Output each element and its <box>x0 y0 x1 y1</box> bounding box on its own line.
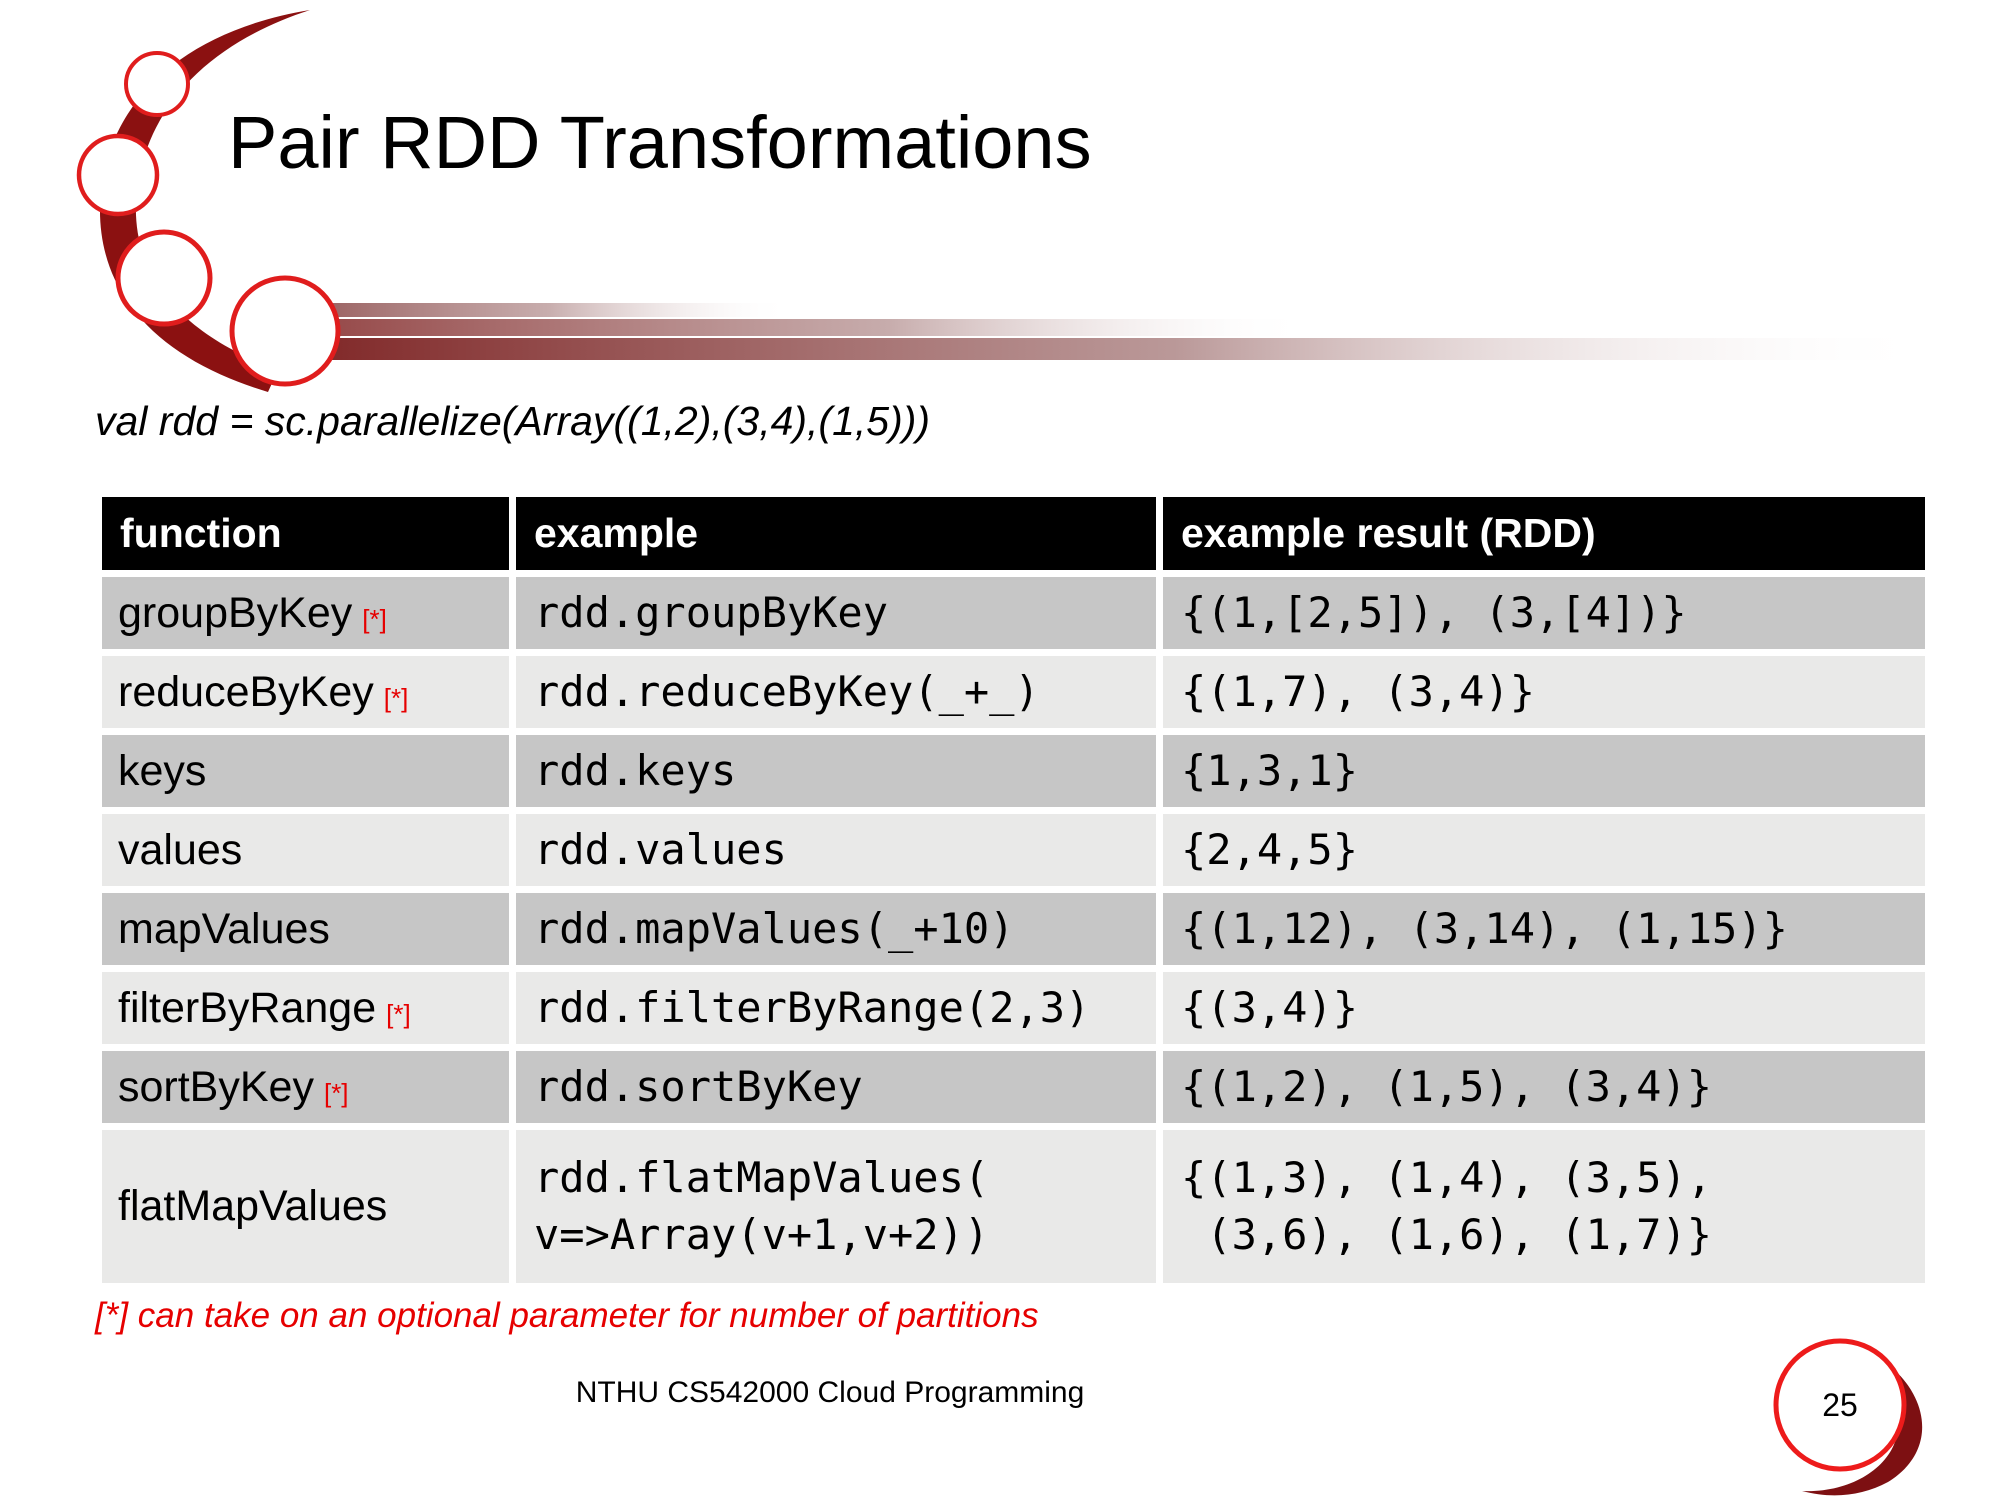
example-cell: rdd.flatMapValues( v=>Array(v+1,v+2)) <box>516 1130 1156 1283</box>
function-cell: flatMapValues <box>102 1130 509 1283</box>
example-cell: rdd.filterByRange(2,3) <box>516 972 1156 1044</box>
page-number: 25 <box>1822 1387 1858 1423</box>
function-cell: reduceByKey [*] <box>102 656 509 728</box>
result-cell: {(1,2), (1,5), (3,4)} <box>1163 1051 1925 1123</box>
function-cell: values <box>102 814 509 886</box>
function-name: filterByRange <box>118 983 377 1032</box>
footnote: [*] can take on an optional parameter fo… <box>95 1296 1039 1335</box>
function-name: values <box>118 825 243 874</box>
function-name: flatMapValues <box>118 1182 388 1230</box>
optional-parameter-marker: [*] <box>383 682 409 713</box>
page-number-circle <box>1773 1338 1907 1472</box>
column-header-function: function <box>102 497 509 570</box>
result-cell: {(1,7), (3,4)} <box>1163 656 1925 728</box>
function-name: groupByKey <box>118 588 353 637</box>
result-cell: {(1,[2,5]), (3,[4])} <box>1163 577 1925 649</box>
function-name: keys <box>118 746 207 795</box>
optional-parameter-marker: [*] <box>386 998 411 1029</box>
result-cell: {(3,4)} <box>1163 972 1925 1044</box>
function-cell: keys <box>102 735 509 807</box>
slide-title: Pair RDD Transformations <box>228 101 1092 184</box>
example-cell: rdd.mapValues(_+10) <box>516 893 1156 965</box>
example-cell: rdd.values <box>516 814 1156 886</box>
optional-parameter-marker: [*] <box>362 603 387 634</box>
function-cell: filterByRange [*] <box>102 972 509 1044</box>
function-name: mapValues <box>118 904 330 953</box>
function-cell: sortByKey [*] <box>102 1051 509 1123</box>
result-cell: {(1,12), (3,14), (1,15)} <box>1163 893 1925 965</box>
function-cell: mapValues <box>102 893 509 965</box>
deco-circle-3 <box>115 229 213 327</box>
gradient-bar-bottom <box>252 338 1932 360</box>
gradient-bar-middle <box>252 319 1312 336</box>
footer-text: NTHU CS542000 Cloud Programming <box>575 1376 1085 1409</box>
example-cell: rdd.sortByKey <box>516 1051 1156 1123</box>
function-cell: groupByKey [*] <box>102 577 509 649</box>
deco-circle-4 <box>229 275 341 387</box>
gradient-bar-top <box>252 303 792 317</box>
code-line: val rdd = sc.parallelize(Array((1,2),(3,… <box>95 398 931 444</box>
deco-circle-2 <box>76 133 160 217</box>
example-cell: rdd.reduceByKey(_+_) <box>516 656 1156 728</box>
transformations-table: function example example result (RDD) gr… <box>102 497 1925 1283</box>
result-cell: {(1,3), (1,4), (3,5), (3,6), (1,6), (1,7… <box>1163 1130 1925 1283</box>
function-name: reduceByKey <box>118 667 374 716</box>
result-cell: {2,4,5} <box>1163 814 1925 886</box>
function-name: sortByKey <box>118 1062 314 1111</box>
column-header-result: example result (RDD) <box>1163 497 1925 570</box>
deco-circle-1 <box>124 51 190 117</box>
optional-parameter-marker: [*] <box>323 1077 349 1108</box>
result-cell: {1,3,1} <box>1163 735 1925 807</box>
example-cell: rdd.keys <box>516 735 1156 807</box>
column-header-example: example <box>516 497 1156 570</box>
example-cell: rdd.groupByKey <box>516 577 1156 649</box>
